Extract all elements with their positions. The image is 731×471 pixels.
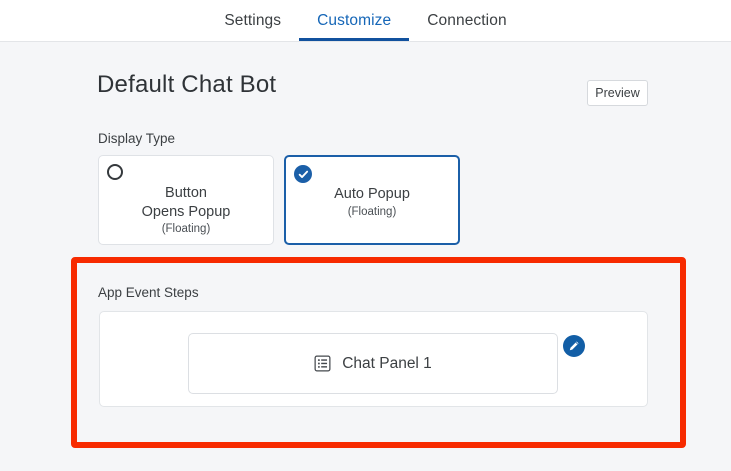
option-title-line2: Opens Popup bbox=[141, 203, 231, 220]
edit-step-button[interactable] bbox=[563, 335, 585, 357]
highlight-annotation-box bbox=[71, 257, 686, 448]
radio-unchecked-icon[interactable] bbox=[107, 164, 125, 182]
step-item-chat-panel-1[interactable]: Chat Panel 1 bbox=[188, 333, 558, 394]
tab-connection-label: Connection bbox=[427, 11, 507, 29]
option-title-line1: Button bbox=[165, 185, 207, 201]
display-type-option-text: Button Opens Popup (Floating) bbox=[99, 184, 273, 237]
tab-settings[interactable]: Settings bbox=[206, 0, 299, 41]
display-type-option-auto-popup[interactable]: Auto Popup (Floating) bbox=[284, 155, 460, 245]
check-circle-icon[interactable] bbox=[294, 165, 312, 183]
tab-customize-label: Customize bbox=[317, 11, 392, 29]
panel-list-icon bbox=[314, 355, 331, 372]
tab-customize[interactable]: Customize bbox=[299, 0, 410, 41]
tab-connection[interactable]: Connection bbox=[409, 0, 524, 41]
option-subtitle: (Floating) bbox=[347, 205, 397, 218]
option-title-line1: Auto Popup bbox=[334, 186, 410, 202]
tab-bar: Settings Customize Connection bbox=[0, 0, 731, 42]
preview-button-label: Preview bbox=[595, 86, 640, 100]
pencil-icon bbox=[568, 340, 580, 352]
option-subtitle: (Floating) bbox=[161, 223, 211, 236]
app-event-steps-label: App Event Steps bbox=[98, 285, 199, 300]
tab-settings-label: Settings bbox=[224, 11, 282, 29]
display-type-label: Display Type bbox=[98, 131, 176, 146]
display-type-option-button-opens-popup[interactable]: Button Opens Popup (Floating) bbox=[98, 155, 274, 245]
preview-button[interactable]: Preview bbox=[587, 80, 648, 106]
display-type-option-text: Auto Popup (Floating) bbox=[286, 185, 458, 219]
step-item-label: Chat Panel 1 bbox=[342, 354, 432, 372]
page-title: Default Chat Bot bbox=[97, 71, 277, 98]
